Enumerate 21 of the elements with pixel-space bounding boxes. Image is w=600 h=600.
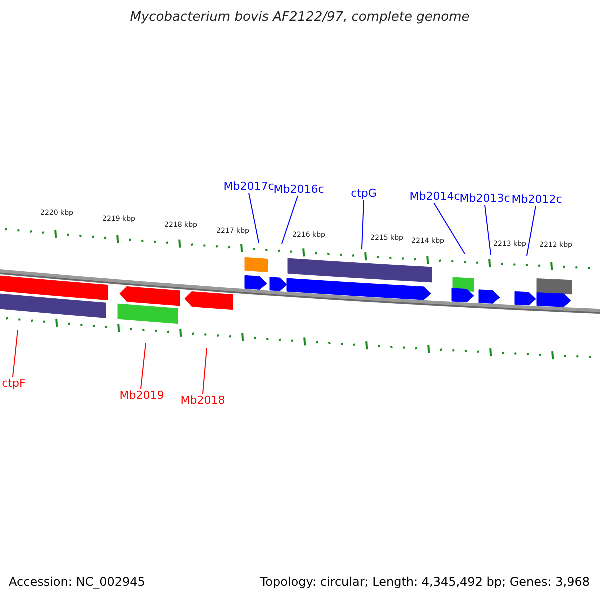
leader-line [12, 330, 18, 378]
gene-label: Mb2017c [224, 180, 274, 193]
gene-label: ctpF [2, 377, 26, 390]
genome-summary-text: Topology: circular; Length: 4,345,492 bp; Genes: 3,968 [260, 575, 590, 589]
leader-line [202, 348, 208, 394]
gene-label: Mb2014c [410, 190, 460, 203]
leader-line [248, 192, 260, 244]
accession-text: Accession: NC_002945 [9, 575, 146, 589]
gene-label: Mb2012c [512, 193, 562, 206]
leader-line [362, 200, 364, 250]
title: Mycobacterium bovis AF2122/97, complete genome [129, 10, 471, 26]
leader-line [140, 342, 146, 390]
leader-line [526, 206, 536, 256]
gene-label: Mb2019 [120, 389, 164, 402]
gene-label: Mb2018 [180, 394, 226, 407]
leader-line [434, 202, 466, 254]
gene-label: Mb2013c [460, 192, 510, 205]
leader-line [282, 196, 298, 244]
leader-line [484, 204, 492, 256]
gene-label: ctpG [351, 187, 377, 200]
gene-label: Mb2016c [274, 183, 324, 196]
